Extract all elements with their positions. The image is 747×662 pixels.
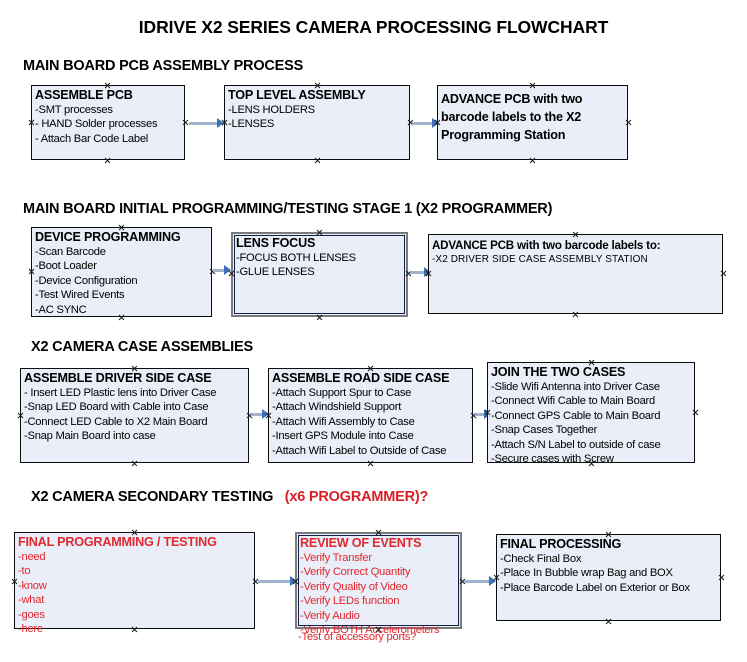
box-title: ASSEMBLE ROAD SIDE CASE	[272, 371, 450, 385]
box-line: - Attach Bar Code Label	[35, 132, 149, 145]
box-advance-pcb-driver-side-case[interactable]: ADVANCE PCB with two barcode labels to: …	[428, 234, 723, 314]
box-line: -GLUE LENSES	[236, 266, 315, 279]
box-assemble-pcb[interactable]: ASSEMBLE PCB -SMT processes - HAND Solde…	[31, 85, 185, 160]
box-line: -X2 DRIVER SIDE CASE ASSEMBLY STATION	[432, 254, 648, 265]
box-line: -here	[18, 623, 43, 636]
section-heading-2-text: MAIN BOARD INITIAL PROGRAMMING/TESTING S…	[23, 201, 553, 217]
box-final-processing[interactable]: FINAL PROCESSING -Check Final Box -Place…	[496, 534, 721, 621]
box-title: ADVANCE PCB with two barcode labels to:	[432, 239, 661, 252]
section-heading-4-text: X2 CAMERA SECONDARY TESTING	[31, 489, 274, 505]
section-heading-4: X2 CAMERA SECONDARY TESTING (x6 PROGRAMM…	[31, 489, 428, 505]
box-title: FINAL PROCESSING	[500, 537, 622, 551]
box-line: -Check Final Box	[500, 553, 582, 565]
box-assemble-road-side-case[interactable]: ASSEMBLE ROAD SIDE CASE -Attach Support …	[268, 368, 473, 463]
box-line: -FOCUS BOTH LENSES	[236, 252, 356, 264]
section-heading-4-note: (x6 PROGRAMMER)?	[284, 489, 429, 505]
box-line: -goes	[18, 608, 45, 621]
box-lens-focus[interactable]: LENS FOCUS -FOCUS BOTH LENSES -GLUE LENS…	[231, 232, 408, 317]
box-line: -Attach Support Spur to Case	[272, 387, 412, 399]
box-device-programming[interactable]: DEVICE PROGRAMMING -Scan Barcode -Boot L…	[31, 227, 212, 317]
box-line: -Test Wired Events	[35, 289, 125, 302]
box-line: -LENSES	[228, 118, 275, 131]
box-review-of-events-overflow-line: -Test of accessory ports?	[298, 631, 417, 643]
box-line: -Connect LED Cable to X2 Main Board	[24, 415, 208, 428]
box-line: -Verify Correct Quantity	[300, 566, 411, 579]
box-join-the-two-cases[interactable]: JOIN THE TWO CASES -Slide Wifi Antenna i…	[487, 362, 695, 466]
box-advance-pcb-programming-station[interactable]: ADVANCE PCB with two barcode labels to t…	[437, 85, 628, 160]
box-assemble-driver-side-case[interactable]: ASSEMBLE DRIVER SIDE CASE - Insert LED P…	[20, 368, 249, 463]
box-line: -Attach Wifi Label to Outside of Case	[272, 444, 447, 457]
box-final-programming-testing[interactable]: FINAL PROGRAMMING / TESTING -need -to -k…	[14, 532, 255, 635]
box-line: -Verify BOTH Accelerometers	[300, 624, 440, 637]
box-line: -Connect Wifi Cable to Main Board	[491, 395, 655, 408]
box-top-level-assembly[interactable]: TOP LEVEL ASSEMBLY -LENS HOLDERS -LENSES	[224, 85, 410, 160]
box-line: -need	[18, 551, 46, 563]
box-title: TOP LEVEL ASSEMBLY	[228, 88, 366, 102]
box-line: -Secure cases with Screw	[491, 453, 614, 466]
box-line: -Place In Bubble wrap Bag and BOX	[500, 567, 673, 580]
box-title: ASSEMBLE DRIVER SIDE CASE	[24, 371, 212, 385]
box-line: -AC SYNC	[35, 303, 87, 316]
box-line: -Attach Windshield Support	[272, 401, 402, 414]
arrowhead-icon	[424, 267, 431, 277]
box-line: -Boot Loader	[35, 260, 97, 273]
arrowhead-icon	[217, 118, 224, 128]
box-line: -Insert GPS Module into Case	[272, 430, 414, 443]
box-line: -SMT processes	[35, 104, 113, 116]
box-line: -Connect GPS Cable to Main Board	[491, 409, 661, 422]
page-title: IDRIVE X2 SERIES CAMERA PROCESSING FLOWC…	[138, 17, 609, 37]
box-line: -Snap Cases Together	[491, 424, 598, 437]
section-heading-2: MAIN BOARD INITIAL PROGRAMMING/TESTING S…	[23, 201, 552, 217]
box-line: -Place Barcode Label on Exterior or Box	[500, 581, 690, 594]
box-line: -Verify Quality of Video	[300, 580, 408, 593]
box-line: -Attach Wifi Assembly to Case	[272, 415, 415, 428]
section-heading-1-text: MAIN BOARD PCB ASSEMBLY PROCESS	[23, 58, 304, 74]
box-line: -Slide Wifi Antenna into Driver Case	[491, 381, 660, 393]
box-line: -Device Configuration	[35, 274, 138, 287]
box-title: LENS FOCUS	[236, 236, 316, 250]
arrowhead-icon	[262, 409, 269, 419]
box-line: -what	[18, 594, 45, 607]
box-line: -LENS HOLDERS	[228, 104, 315, 116]
box-line: -Attach S/N Label to outside of case	[491, 438, 661, 451]
connector-arrow	[258, 580, 292, 583]
arrowhead-icon	[432, 118, 439, 128]
box-line: -Snap Main Board into case	[24, 430, 156, 443]
box-line: -Scan Barcode	[35, 246, 106, 258]
box-line: - Insert LED Plastic lens into Driver Ca…	[24, 387, 217, 399]
box-line: - HAND Solder processes	[35, 118, 158, 131]
box-review-of-events[interactable]: REVIEW OF EVENTS -Verify Transfer -Verif…	[295, 532, 462, 636]
box-title: ASSEMBLE PCB	[35, 88, 133, 102]
box-title: FINAL PROGRAMMING / TESTING	[18, 535, 217, 549]
box-title: REVIEW OF EVENTS	[300, 536, 422, 550]
box-line: -know	[18, 579, 47, 592]
arrowhead-icon	[290, 576, 297, 586]
box-title: ADVANCE PCB with two barcode labels to t…	[441, 92, 583, 142]
section-heading-1: MAIN BOARD PCB ASSEMBLY PROCESS	[23, 58, 303, 74]
arrowhead-icon	[489, 576, 496, 586]
box-line: -Verify LEDs function	[300, 595, 400, 608]
connector-arrow	[464, 580, 491, 583]
connector-arrow	[189, 122, 219, 125]
section-heading-3-text: X2 CAMERA CASE ASSEMBLIES	[31, 339, 253, 355]
box-line: -Verify Audio	[300, 609, 360, 622]
box-line: -Verify Transfer	[300, 552, 372, 564]
arrowhead-icon	[224, 265, 231, 275]
section-heading-3: X2 CAMERA CASE ASSEMBLIES	[31, 339, 253, 355]
box-title: JOIN THE TWO CASES	[491, 365, 626, 379]
box-line: -Snap LED Board with Cable into Case	[24, 401, 209, 414]
box-line: -to	[18, 565, 31, 578]
box-title: DEVICE PROGRAMMING	[35, 230, 181, 244]
